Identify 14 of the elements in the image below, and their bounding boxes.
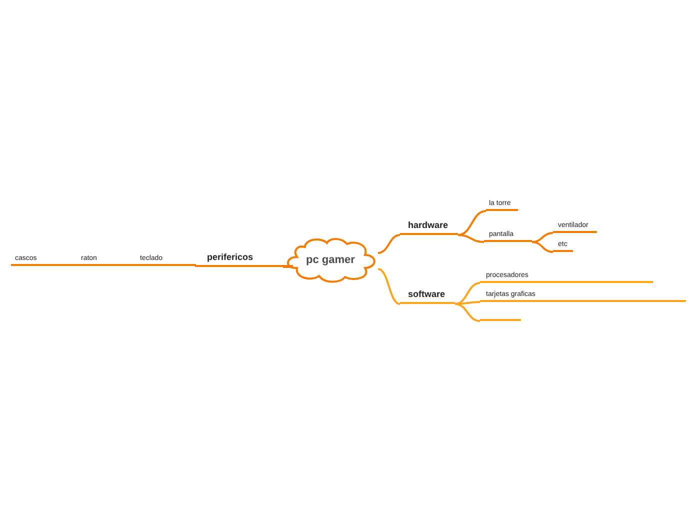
branch-line (532, 241, 554, 253)
topic-label: software (400, 290, 455, 304)
branch-line (378, 234, 400, 254)
branch-line (454, 301, 480, 305)
topic-label: hardware (400, 221, 458, 235)
branch-line (283, 266, 293, 268)
branch-line (378, 268, 400, 305)
branch-line (458, 234, 484, 243)
branch-line (454, 303, 480, 322)
branch-line (532, 232, 554, 243)
branch-line (454, 282, 480, 305)
branch-line (458, 210, 486, 236)
central-topic: pc gamer (306, 252, 355, 268)
topic-label: perifericos (196, 253, 293, 267)
